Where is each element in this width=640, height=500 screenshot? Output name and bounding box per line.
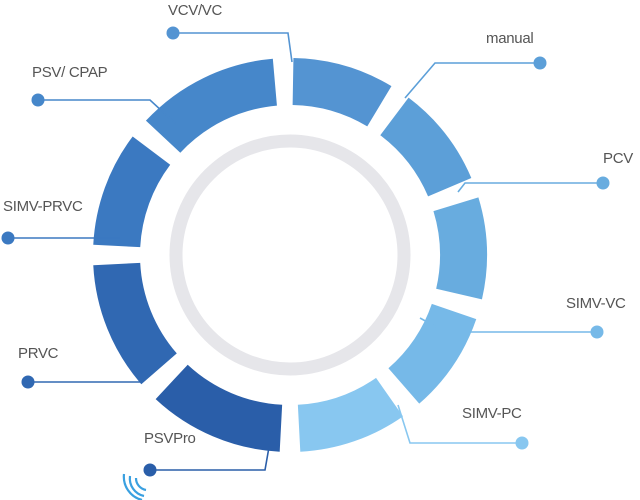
leader-dot — [590, 325, 604, 339]
segment-simv-vc — [388, 303, 477, 404]
leader-line — [173, 32, 293, 63]
label-pcv: PCV — [603, 150, 633, 167]
segment-manual — [380, 97, 472, 197]
label-manual: manual — [486, 30, 534, 47]
segment-psvpro — [155, 364, 283, 452]
leader-dot — [166, 26, 180, 40]
leader-dot — [143, 463, 157, 477]
inner-ring — [169, 134, 411, 376]
segment-simv-prvc — [93, 136, 171, 248]
leader-dot — [31, 93, 45, 107]
leader-dot — [1, 231, 15, 245]
segment-prvc — [93, 262, 177, 385]
leader-line — [150, 429, 273, 471]
segment-psv-cpap — [145, 58, 277, 153]
leader-line — [457, 182, 603, 193]
leader-dot — [21, 375, 35, 389]
label-simv-prvc: SIMV-PRVC — [3, 198, 83, 215]
leader-dot — [515, 436, 529, 450]
segment-vcv-vc — [292, 58, 392, 127]
leader-dot — [596, 176, 610, 190]
label-simv-pc: SIMV-PC — [462, 405, 522, 422]
leader-dot — [533, 56, 547, 70]
wireless-signal-icon — [122, 473, 147, 500]
leader-line — [28, 357, 166, 383]
segment-pcv — [433, 197, 487, 300]
label-psv-cpap: PSV/ CPAP — [32, 64, 108, 81]
leader-line — [404, 62, 540, 99]
leader-line — [397, 404, 522, 444]
leader-line — [38, 99, 177, 125]
label-simv-vc: SIMV-VC — [566, 295, 626, 312]
leader-line — [419, 317, 597, 333]
segment-simv-pc — [297, 377, 403, 452]
label-psvpro: PSVPro — [144, 430, 196, 447]
label-vcv-vc: VCV/VC — [168, 2, 223, 19]
label-prvc: PRVC — [18, 345, 59, 362]
